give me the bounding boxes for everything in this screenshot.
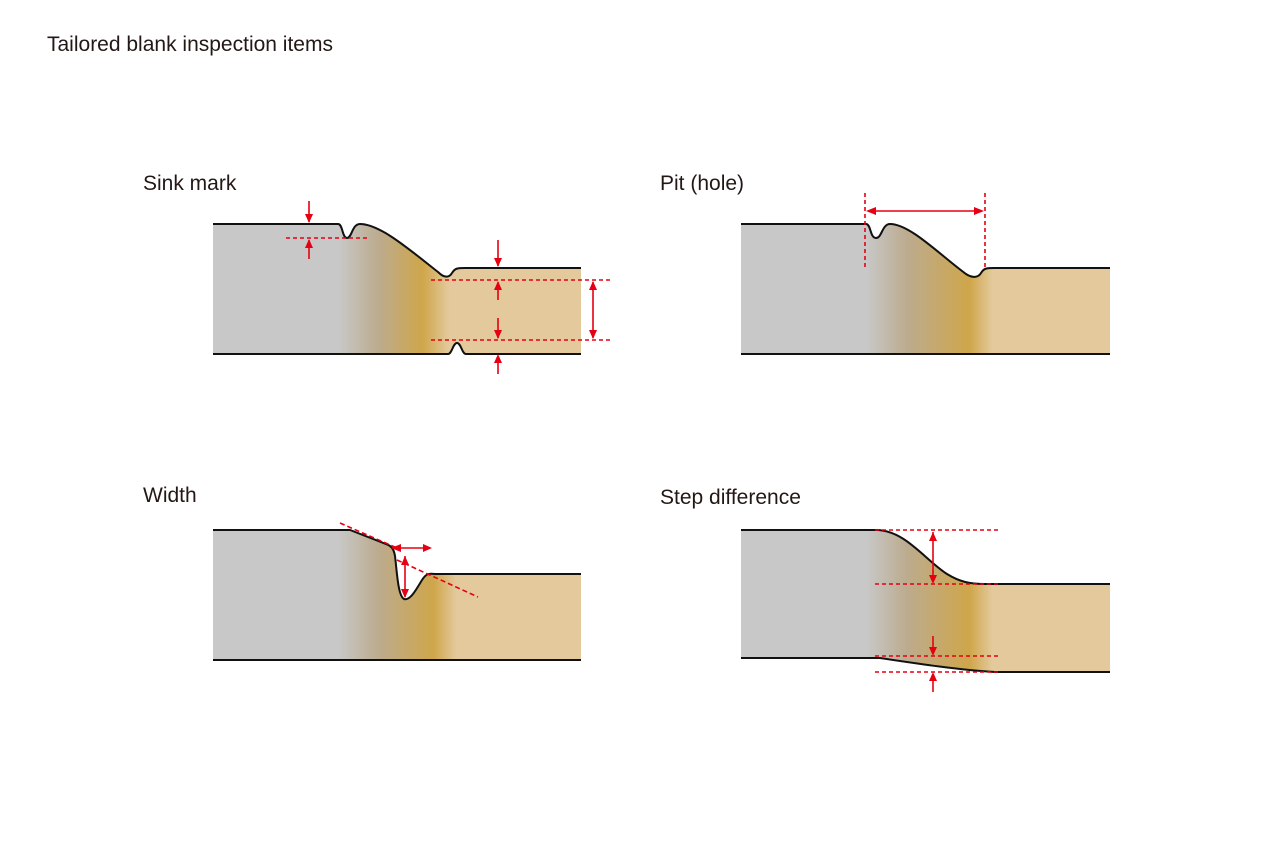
pit-blank — [741, 224, 1110, 354]
width-blank — [213, 530, 581, 660]
width-diagram — [213, 522, 581, 661]
pit-top-outline — [741, 222, 1110, 278]
width-title: Width — [143, 484, 197, 507]
step-blank — [741, 530, 1110, 672]
sink-mark-title: Sink mark — [143, 172, 237, 195]
pit-measure-lines — [864, 193, 986, 268]
sink-mark-blank — [213, 224, 581, 354]
page-title: Tailored blank inspection items — [47, 33, 333, 56]
step-arrowheads — [929, 532, 937, 681]
step-difference-title: Step difference — [660, 486, 801, 509]
sink-mark-diagram — [213, 201, 610, 374]
pit-arrowheads — [866, 207, 984, 215]
pit-title: Pit (hole) — [660, 172, 745, 195]
sink-mark-bottom-outline — [213, 341, 581, 355]
pit-diagram — [741, 193, 1110, 355]
width-arrowheads — [391, 544, 432, 598]
width-top-outline — [213, 529, 581, 601]
step-difference-diagram — [741, 529, 1110, 692]
sink-mark-arrowheads — [305, 214, 597, 363]
